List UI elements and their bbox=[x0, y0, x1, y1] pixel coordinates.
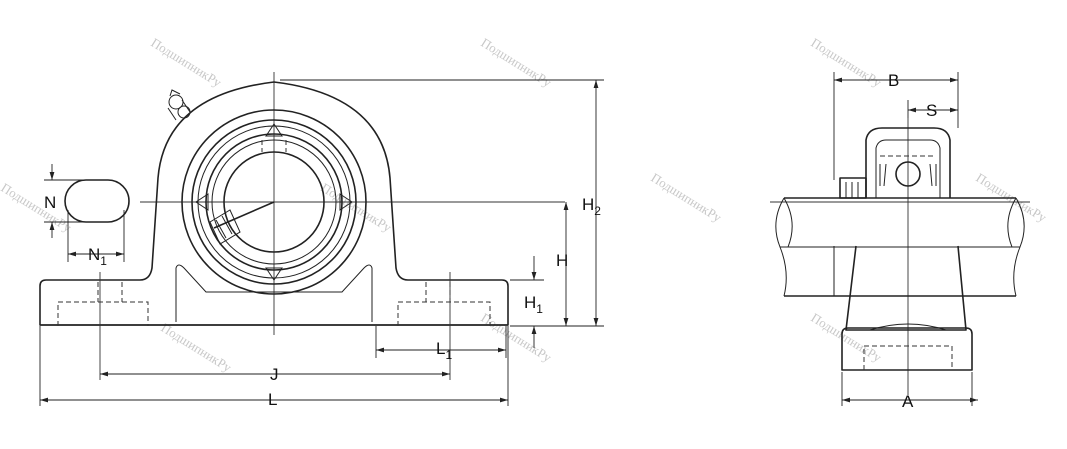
setscrew-line bbox=[213, 201, 275, 229]
dim-label-s: S bbox=[926, 101, 937, 120]
dim-label-l: L bbox=[268, 390, 277, 409]
watermark: ПодшипникРу bbox=[808, 35, 884, 90]
side-view bbox=[770, 118, 1030, 395]
side-base bbox=[841, 327, 973, 371]
dim-label-j: J bbox=[270, 365, 279, 384]
slot-hole bbox=[64, 179, 130, 223]
watermark: ПодшипникРу bbox=[158, 320, 234, 375]
watermark: ПодшипникРу bbox=[808, 310, 884, 365]
dim-label-h: H bbox=[556, 251, 568, 270]
dim-label-n1: N1 bbox=[88, 245, 107, 268]
right-bolt-slot bbox=[397, 301, 491, 326]
insert-ring bbox=[205, 133, 343, 271]
locking-collar bbox=[839, 177, 867, 199]
dim-label-h2: H2 bbox=[582, 195, 601, 218]
side-bolt-slot bbox=[863, 345, 953, 370]
seal-right bbox=[929, 163, 937, 187]
base-recess bbox=[869, 323, 947, 331]
dim-label-a: A bbox=[902, 392, 914, 411]
shaft bbox=[784, 197, 1016, 297]
top-lug bbox=[265, 123, 283, 137]
housing-bore bbox=[181, 109, 367, 295]
left-lug bbox=[195, 193, 209, 211]
bottom-lug bbox=[265, 267, 283, 281]
grease-fitting-icon bbox=[167, 89, 191, 121]
collar-screw bbox=[845, 182, 859, 198]
base-cutout bbox=[175, 264, 373, 322]
top-setscrew-hidden bbox=[261, 140, 287, 152]
front-dimensions: N N1 H2 H H1 L1 J L bbox=[39, 79, 604, 409]
dim-label-h1: H1 bbox=[524, 293, 543, 316]
housing-outline bbox=[39, 81, 509, 326]
left-bolt-slot bbox=[57, 301, 149, 326]
watermark: ПодшипникРу bbox=[478, 35, 554, 90]
shaft-bore bbox=[223, 151, 325, 253]
insert-ring-inner bbox=[211, 139, 337, 265]
outer-ring-inner-edge bbox=[197, 125, 351, 279]
front-view bbox=[39, 72, 565, 380]
outer-ring bbox=[191, 119, 357, 285]
right-lug bbox=[339, 193, 353, 211]
dim-label-n: N bbox=[44, 193, 56, 212]
bearing-cap bbox=[865, 127, 951, 198]
setscrew-thread bbox=[215, 215, 233, 239]
bearing-cap-inner bbox=[875, 139, 941, 198]
watermark: ПодшипникРу bbox=[0, 180, 75, 235]
watermark: ПодшипникРу bbox=[648, 170, 724, 225]
dim-label-l1: L1 bbox=[436, 339, 452, 362]
side-dimensions: B S A bbox=[833, 71, 978, 411]
dim-label-b: B bbox=[888, 71, 899, 90]
watermark: ПодшипникРу bbox=[148, 35, 224, 90]
setscrew bbox=[209, 209, 241, 245]
pedestal bbox=[845, 245, 967, 331]
seal-left bbox=[879, 163, 887, 187]
bearing-ball bbox=[895, 161, 921, 187]
